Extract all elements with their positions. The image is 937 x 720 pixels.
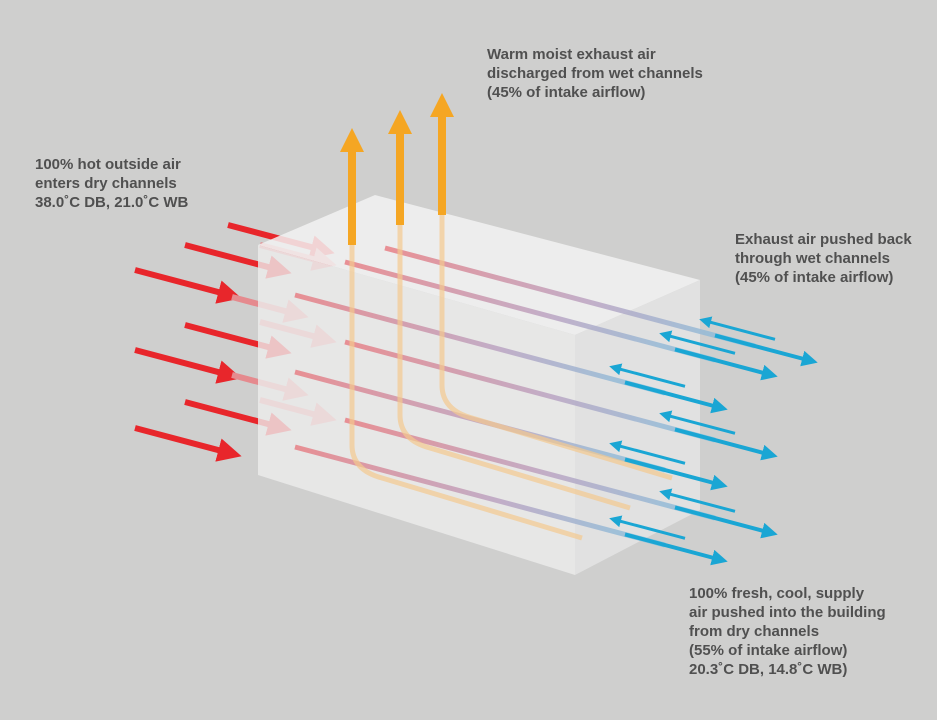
channel-line <box>384 245 756 349</box>
supply-label: 100% fresh, cool, supply air pushed into… <box>689 584 886 679</box>
label-line: through wet channels <box>735 250 891 267</box>
cool-supply-arrow <box>714 333 818 367</box>
channel-line <box>294 292 666 396</box>
label-line: (45% of intake airflow) <box>735 269 894 286</box>
exhaust-back-arrow <box>659 330 736 355</box>
cool-supply-arrow <box>674 427 778 461</box>
exhaust-back-arrow <box>609 440 686 465</box>
cool-supply-arrow <box>624 532 728 566</box>
label-line: discharged from wet channels <box>487 65 703 82</box>
cool-supply-arrow <box>674 347 778 381</box>
cool-supply-arrow <box>624 380 728 414</box>
wet-channel <box>439 215 673 481</box>
label-line: air pushed into the building <box>689 604 886 621</box>
exhaust-back-arrow <box>699 316 776 341</box>
channel-lines <box>294 215 756 548</box>
exhaust-up-label: Warm moist exhaust air discharged from w… <box>487 45 703 102</box>
cool-supply-arrow <box>674 505 778 539</box>
exhaust-back-arrow <box>659 410 736 435</box>
label-line: (45% of intake airflow) <box>487 84 646 101</box>
exhaust-back-arrow <box>609 363 686 388</box>
label-line: 100% hot outside air <box>35 156 181 173</box>
label-line: 38.0˚C DB, 21.0˚C WB <box>35 194 189 211</box>
exhaust-back-arrow <box>659 488 736 513</box>
channel-line <box>344 259 716 363</box>
exhaust-back-arrow <box>609 515 686 540</box>
label-line: (55% of intake airflow) <box>689 642 848 659</box>
wet-channel <box>349 245 583 541</box>
cool-supply-arrow <box>624 457 728 491</box>
hot-arrow <box>134 425 242 462</box>
label-line: from dry channels <box>689 623 820 640</box>
exhaust-back-label: Exhaust air pushed back through wet chan… <box>735 230 912 287</box>
channel-line <box>344 339 716 443</box>
label-line: enters dry channels <box>35 175 177 192</box>
cool-output-arrows <box>609 316 818 566</box>
box-front-face <box>258 245 575 575</box>
intake-label: 100% hot outside air enters dry channels… <box>35 155 188 212</box>
hot-arrow <box>134 267 242 304</box>
hot-arrow <box>134 347 242 384</box>
label-line: 20.3˚C DB, 14.8˚C WB) <box>689 661 848 678</box>
label-line: Warm moist exhaust air <box>487 46 656 63</box>
exhaust-up-arrows <box>340 93 454 245</box>
label-line: 100% fresh, cool, supply <box>689 585 865 602</box>
wet-channel <box>397 225 631 511</box>
label-line: Exhaust air pushed back <box>735 231 912 248</box>
